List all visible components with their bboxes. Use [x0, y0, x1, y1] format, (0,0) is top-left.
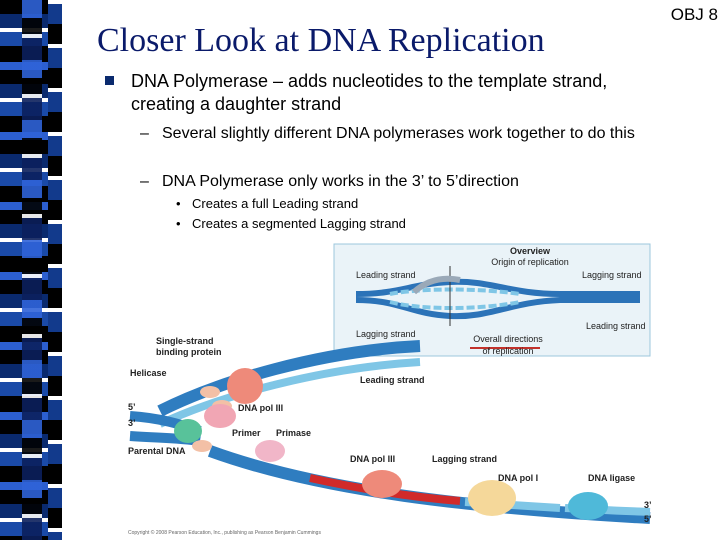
leading-template-strand [157, 340, 421, 417]
overview-new-bottom [389, 300, 521, 310]
single-strand-line2: binding protein [156, 347, 222, 357]
main-bullet-text: DNA Polymerase – adds nucleotides to the… [131, 71, 608, 114]
overview-inset: Overview Origin of replication Leading s… [333, 243, 651, 357]
leading-daughter-strand [158, 358, 421, 428]
pol3-top-label: DNA pol III [238, 403, 283, 413]
single-strand-line1: Single-strand [156, 336, 214, 346]
sub-sub-bullet-text: Creates a full Leading strand [192, 196, 359, 211]
primer-label: Primer [232, 428, 261, 438]
sub-sub-bullet-1: • Creates a full Leading strand [176, 195, 358, 213]
overview-new-top [389, 287, 521, 296]
objective-label: OBJ 8 [670, 5, 718, 24]
dot-bullet-icon: • [176, 216, 181, 231]
dna-replication-figure: Overview Origin of replication Leading s… [128, 243, 652, 536]
lagging-strand-right-label: Lagging strand [582, 270, 642, 280]
dot-bullet-icon: • [176, 196, 181, 211]
ligase-shape [568, 492, 608, 520]
primase-lower-shape [255, 440, 285, 462]
ssb-protein [192, 440, 212, 452]
overview-label: Overview [510, 246, 551, 256]
sub-bullet-2: – DNA Polymerase only works in the 3’ to… [140, 172, 680, 192]
lagging-strand-main-label: Lagging strand [432, 454, 497, 464]
primase-label: Primase [276, 428, 311, 438]
parental-dna-label: Parental DNA [128, 446, 186, 456]
pol3-bottom-label: DNA pol III [350, 454, 395, 464]
pol1-label: DNA pol I [498, 473, 538, 483]
leading-strand-right-label: Leading strand [586, 321, 646, 331]
pol3-top-shape [204, 404, 236, 428]
three-prime-top-label: 3’ [128, 418, 136, 428]
leading-strand-main-label: Leading strand [360, 375, 425, 385]
lagging-strand-left-label: Lagging strand [356, 329, 416, 339]
leading-strand-left-label: Leading strand [356, 270, 416, 280]
helicase-label: Helicase [130, 368, 167, 378]
origin-label: Origin of replication [491, 257, 569, 267]
overall-directions-line2: of replication [482, 346, 533, 356]
square-bullet-icon [105, 76, 114, 85]
dash-bullet-icon: – [140, 125, 149, 142]
five-prime-right-label: 5’ [644, 514, 652, 524]
decorative-stripe-edge [48, 0, 62, 540]
overall-directions-line1: Overall directions [473, 334, 543, 344]
three-prime-right-label: 3’ [644, 500, 652, 510]
zoom-arrow [411, 275, 461, 295]
ligase-label: DNA ligase [588, 473, 635, 483]
copyright-note: Copyright © 2008 Pearson Education, Inc.… [128, 529, 321, 536]
slide-title: Closer Look at DNA Replication [97, 22, 545, 59]
sub-bullet-1: – Several slightly different DNA polymer… [140, 124, 680, 144]
dash-bullet-icon: – [140, 173, 149, 190]
decorative-stripe-inner [22, 0, 42, 540]
primase-shape [174, 419, 202, 443]
sub-bullet-text: DNA Polymerase only works in the 3’ to 5… [162, 173, 519, 190]
sub-sub-bullet-2: • Creates a segmented Lagging strand [176, 215, 406, 233]
pol3-bottom-shape [362, 470, 402, 498]
sub-bullet-text: Several slightly different DNA polymeras… [162, 125, 635, 142]
ssb-protein [200, 386, 220, 398]
five-prime-top-label: 5’ [128, 402, 136, 412]
sub-sub-bullet-text: Creates a segmented Lagging strand [192, 216, 406, 231]
helicase-shape [227, 368, 263, 404]
main-bullet: DNA Polymerase – adds nucleotides to the… [105, 70, 665, 116]
pol1-shape [468, 480, 516, 516]
